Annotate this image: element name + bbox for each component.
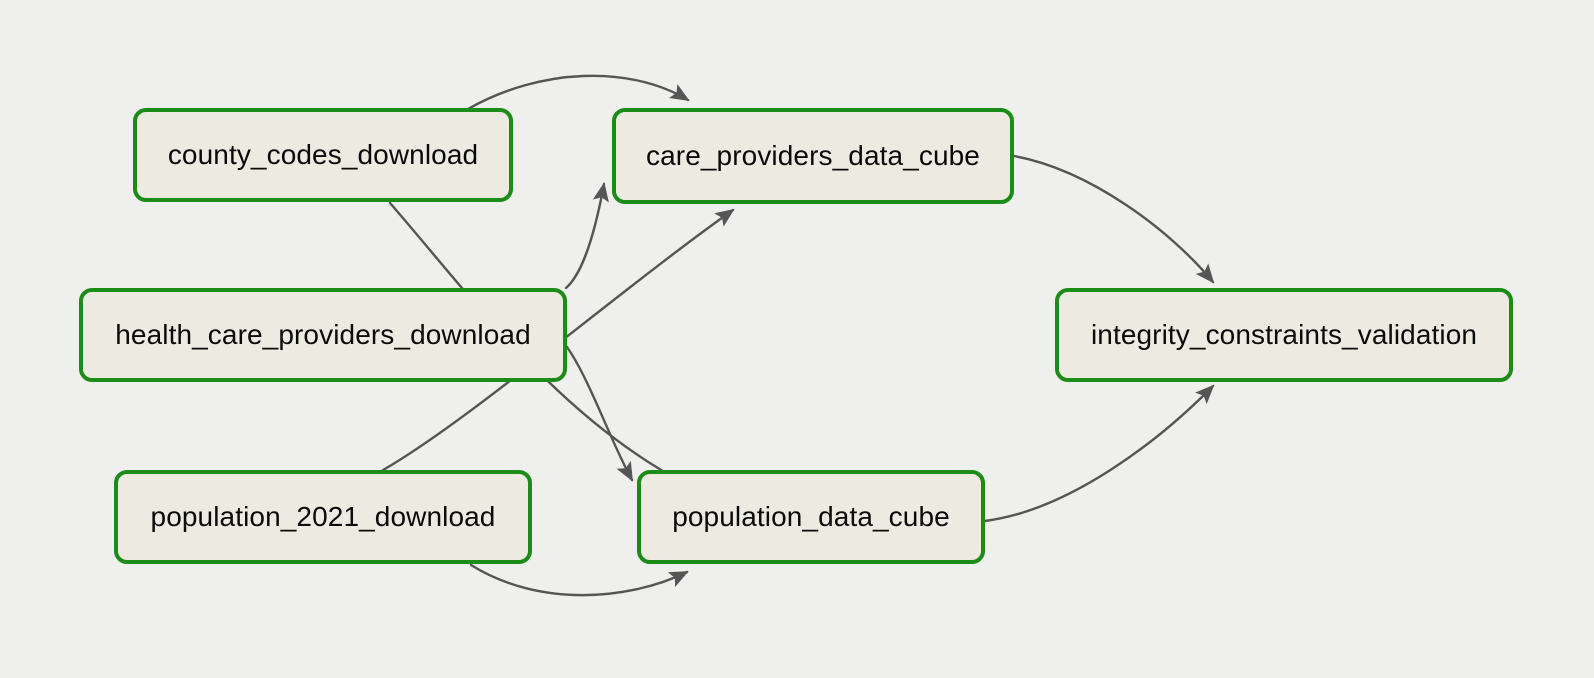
edge-county_codes_download-to-care_providers_data_cube [466, 74, 690, 111]
edge-population_data_cube-to-integrity_constraints_validation [983, 384, 1215, 523]
node-integrity-constraints-validation[interactable]: integrity_constraints_validation [1055, 288, 1513, 382]
edge-health_care_providers_download-to-care_providers_data_cube [564, 182, 609, 290]
node-care-providers-data-cube[interactable]: care_providers_data_cube [612, 108, 1014, 204]
node-label: integrity_constraints_validation [1090, 319, 1478, 350]
edge-health_care_providers_download-to-population_data_cube [565, 345, 634, 482]
node-county-codes-download[interactable]: county_codes_download [133, 108, 513, 202]
node-label: population_data_cube [672, 501, 950, 532]
node-label: county_codes_download [167, 139, 479, 170]
node-label: health_care_providers_download [115, 319, 531, 350]
edge-care_providers_data_cube-to-integrity_constraints_validation [1012, 154, 1215, 284]
node-label: care_providers_data_cube [646, 140, 980, 171]
node-label: population_2021_download [150, 501, 496, 532]
edge-population_2021_download-to-population_data_cube [469, 563, 689, 597]
node-population-2021-download[interactable]: population_2021_download [114, 470, 532, 564]
node-population-data-cube[interactable]: population_data_cube [637, 470, 985, 564]
node-health-care-providers-download[interactable]: health_care_providers_download [79, 288, 567, 382]
